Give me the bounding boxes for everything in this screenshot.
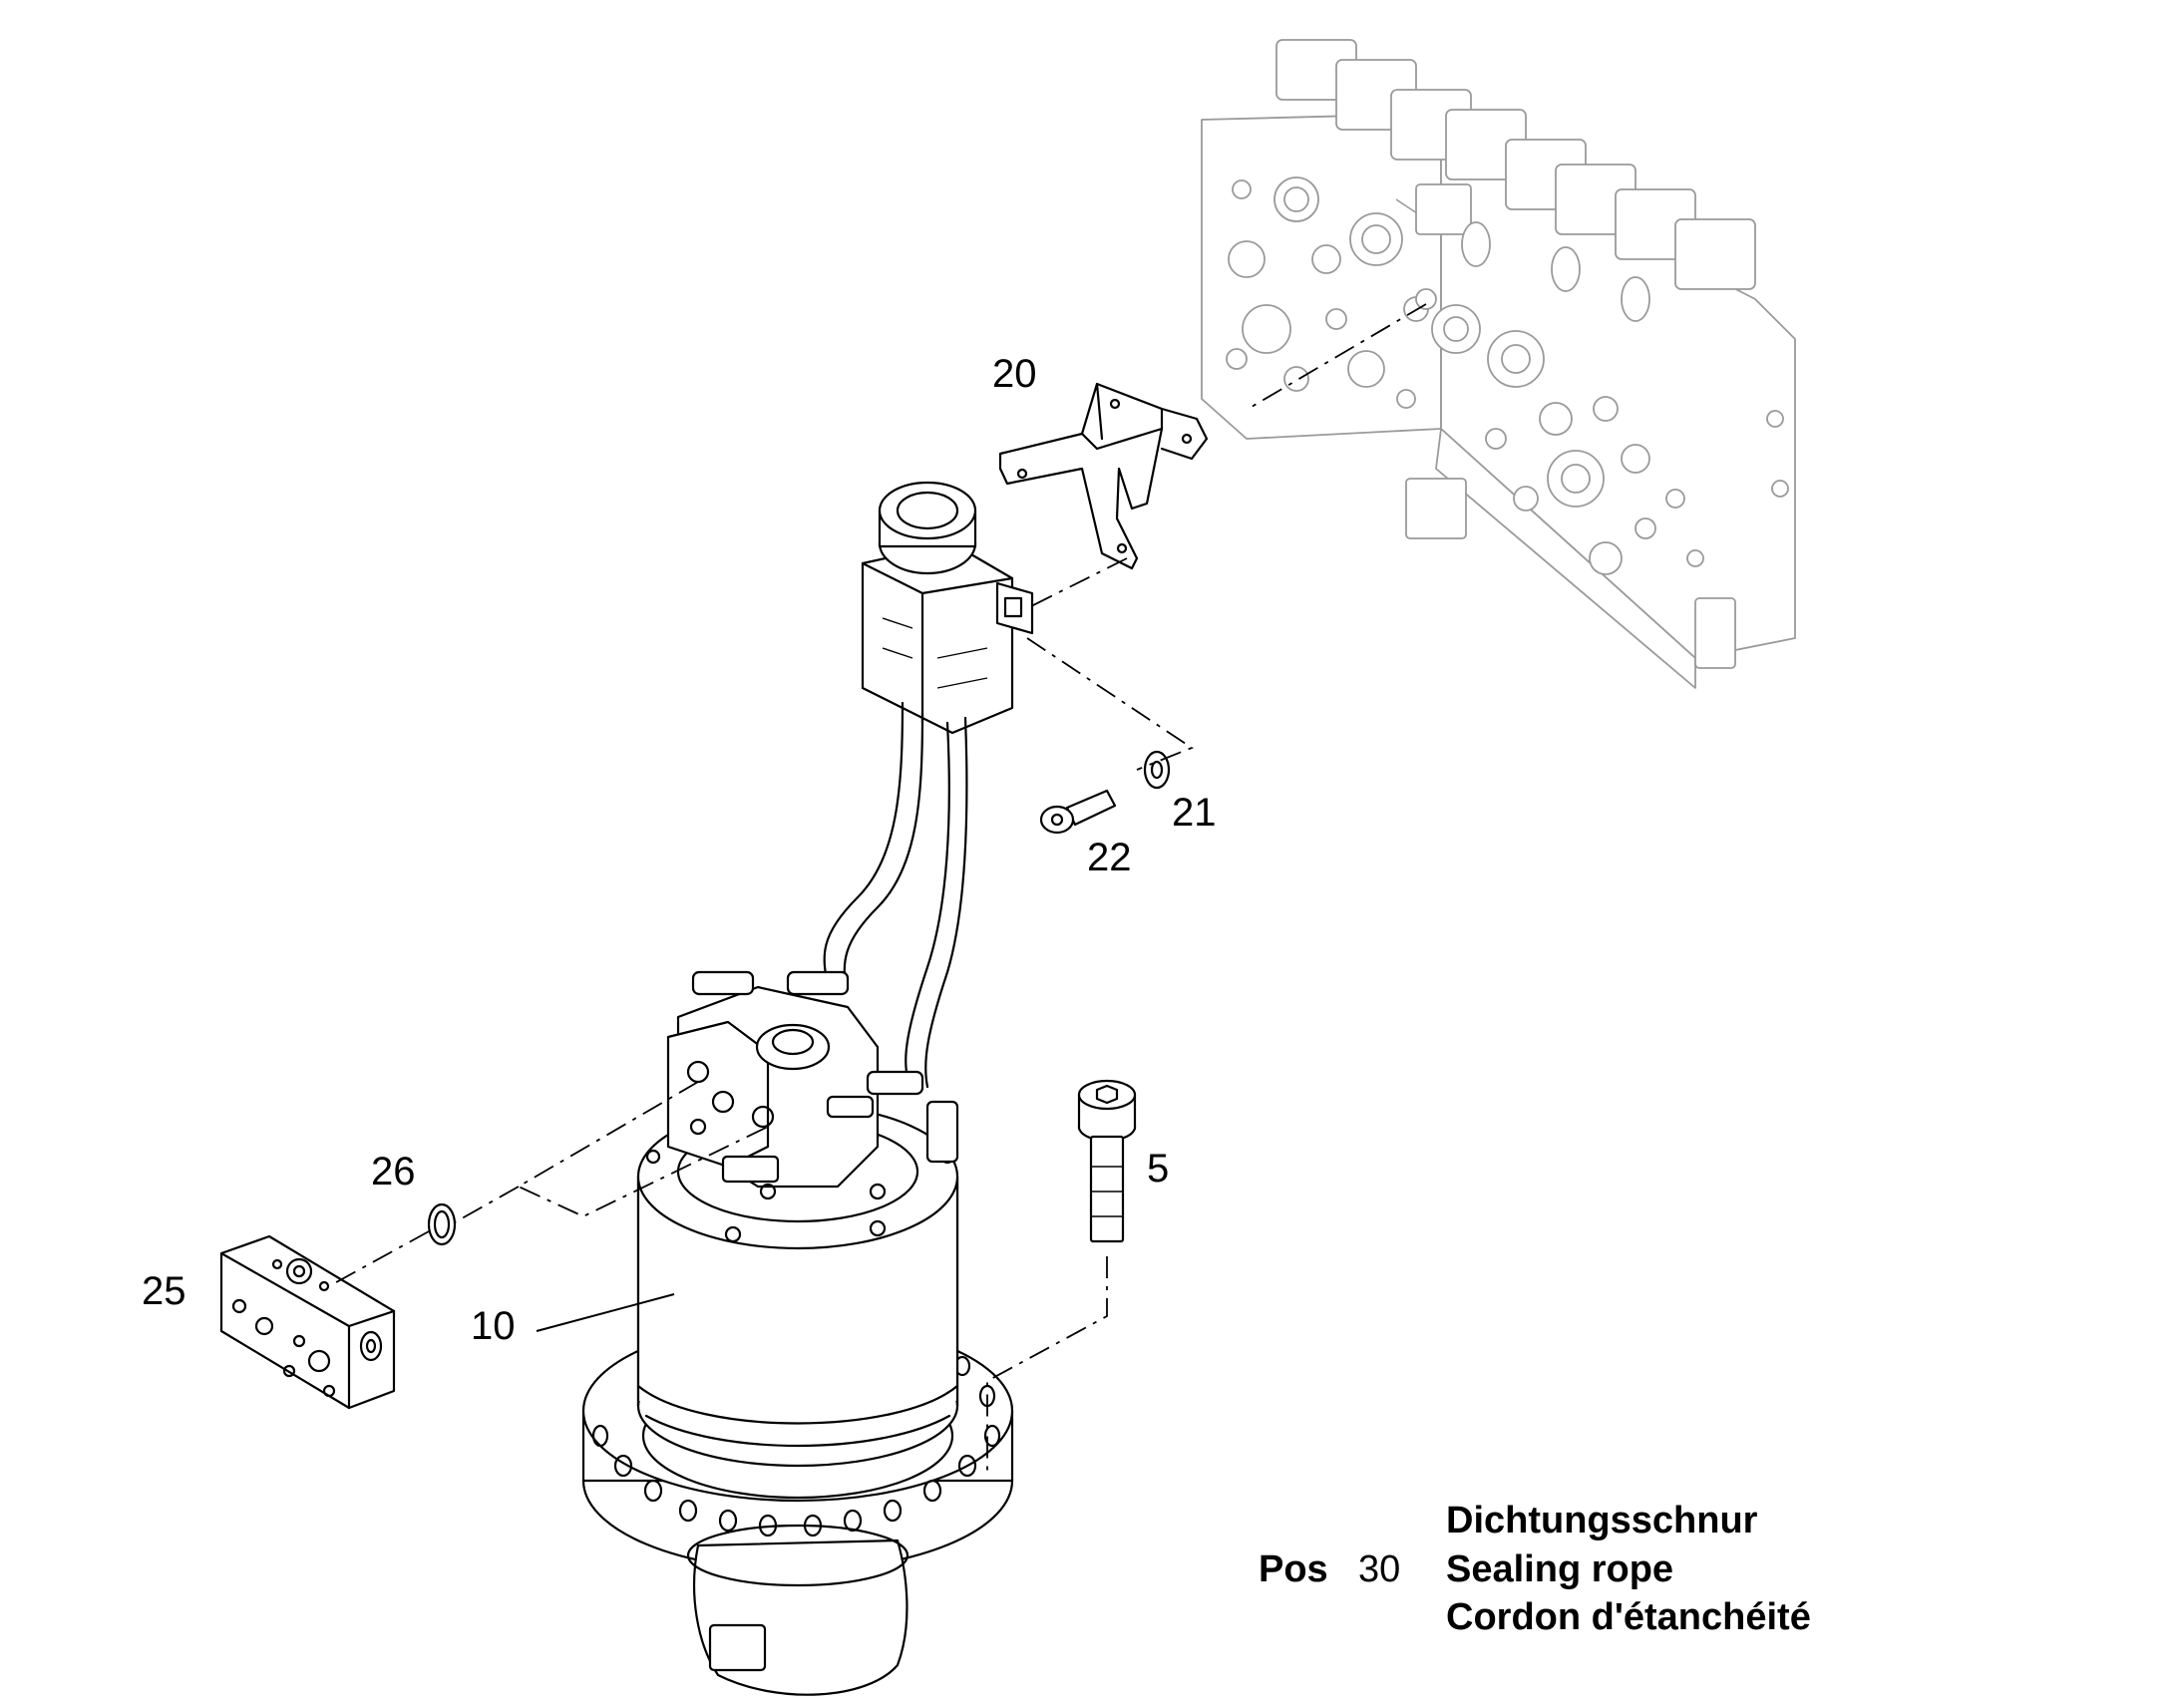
callout-10: 10 — [471, 1304, 516, 1348]
legend-line-french: Cordon d'étanchéité — [1446, 1596, 1811, 1638]
assembly-lines — [328, 303, 1427, 1476]
callout-20: 20 — [992, 352, 1037, 396]
legend-pos-number: 30 — [1358, 1548, 1401, 1590]
callout-21: 21 — [1172, 791, 1217, 835]
seal-ring — [427, 1202, 457, 1246]
small-bolt — [1039, 789, 1117, 835]
legend-pos-label: Pos — [1259, 1548, 1328, 1590]
hex-socket-bolt — [1077, 1079, 1137, 1243]
swing-motor — [581, 970, 1014, 1696]
washer — [1143, 750, 1171, 790]
callout-26: 26 — [371, 1150, 416, 1194]
adapter-block — [219, 1234, 396, 1410]
callout-25: 25 — [142, 1269, 186, 1313]
hydraulic-hoses — [823, 701, 968, 1089]
legend-line-german: Dichtungsschnur — [1446, 1500, 1758, 1541]
callout-5: 5 — [1147, 1147, 1170, 1191]
mounting-bracket — [998, 382, 1209, 570]
leader-lines — [536, 1293, 675, 1332]
legend-line-english: Sealing rope — [1446, 1548, 1674, 1590]
pressure-switch — [861, 481, 1034, 735]
callout-22: 22 — [1087, 836, 1132, 879]
control-valve-block — [1201, 39, 1796, 689]
